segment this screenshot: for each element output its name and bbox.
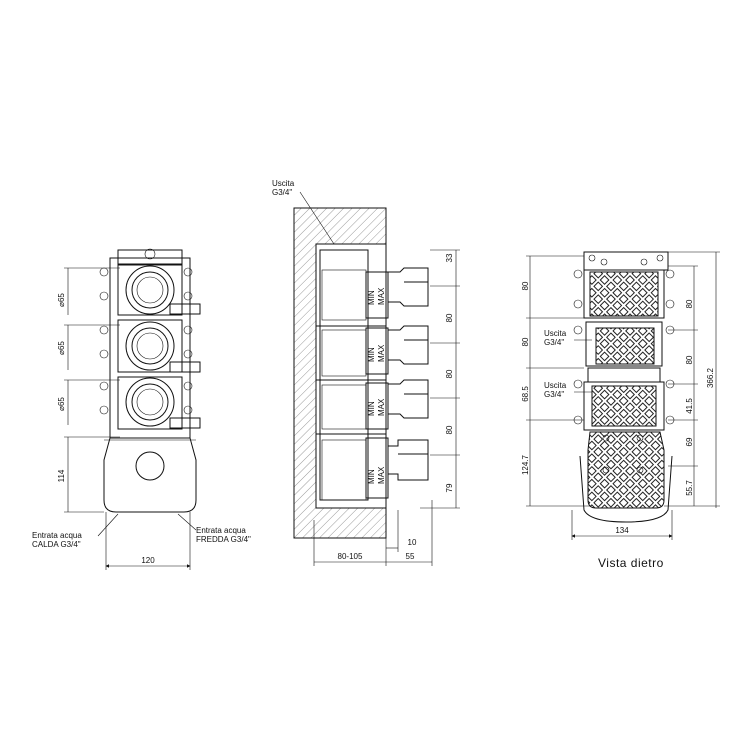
front-height-label: 114 (57, 469, 66, 482)
rear-left-dim-2: 80 (521, 337, 530, 346)
section-projection: 55 (406, 552, 415, 561)
rear-right-dim-2: 80 (685, 355, 694, 364)
front-view: ⌀65 ⌀65 ⌀65 114 120 Entrata acqua CALDA … (32, 248, 251, 570)
section-dim-80-3: 80 (445, 425, 454, 434)
front-diameter-3: ⌀65 (57, 397, 66, 411)
inlet-hot-line2: CALDA G3/4" (32, 540, 81, 549)
knob-min-2: MIN (367, 347, 376, 362)
front-diameter-1: ⌀65 (57, 293, 66, 307)
inlet-hot-line1: Entrata acqua (32, 531, 82, 540)
section-wall-depth: 80-105 (338, 552, 363, 561)
knob-min-4: MIN (367, 469, 376, 484)
inlet-cold-line2: FREDDA G3/4" (196, 535, 251, 544)
rear-right-dim-5: 55.7 (685, 480, 694, 496)
rear-width-label: 134 (615, 526, 629, 535)
section-gap: 10 (408, 538, 417, 547)
section-outlet-line2: G3/4" (272, 188, 292, 197)
knob-max-4: MAX (377, 466, 386, 484)
section-outlet-line1: Uscita (272, 179, 295, 188)
rear-view-caption: Vista dietro (598, 556, 664, 570)
valve-unit-1 (99, 264, 201, 316)
valve-unit-3 (99, 376, 201, 430)
front-width-label: 120 (141, 556, 155, 565)
section-dim-79: 79 (445, 483, 454, 492)
inlet-cold-line1: Entrata acqua (196, 526, 246, 535)
rear-total-height: 366.2 (706, 367, 715, 388)
rear-right-dim-1: 80 (685, 299, 694, 308)
rear-left-dim-4: 124.7 (521, 454, 530, 475)
rear-left-dim-1: 80 (521, 281, 530, 290)
rear-outlet-1-line2: G3/4" (544, 338, 564, 347)
knob-max-3: MAX (377, 398, 386, 416)
rear-right-dim-4: 69 (685, 437, 694, 446)
knob-max-1: MAX (377, 287, 386, 305)
knob-max-2: MAX (377, 344, 386, 362)
rear-left-dim-3: 68.5 (521, 386, 530, 402)
rear-outlet-2-line2: G3/4" (544, 390, 564, 399)
section-dim-33: 33 (445, 253, 454, 262)
rear-outlet-1-line1: Uscita (544, 329, 567, 338)
rear-right-dim-3: 41.5 (685, 398, 694, 414)
rear-outlet-2-line1: Uscita (544, 381, 567, 390)
valve-unit-2 (99, 319, 201, 373)
knob-min-3: MIN (367, 401, 376, 416)
section-dim-80-1: 80 (445, 313, 454, 322)
front-diameter-2: ⌀65 (57, 341, 66, 355)
rear-view: 80 80 68.5 124.7 80 80 41.5 69 55.7 366.… (521, 251, 720, 570)
section-view: MIN MAX MIN MAX MIN MAX MIN MAX Uscita G… (272, 179, 460, 566)
section-dim-80-2: 80 (445, 369, 454, 378)
knob-min-1: MIN (367, 290, 376, 305)
